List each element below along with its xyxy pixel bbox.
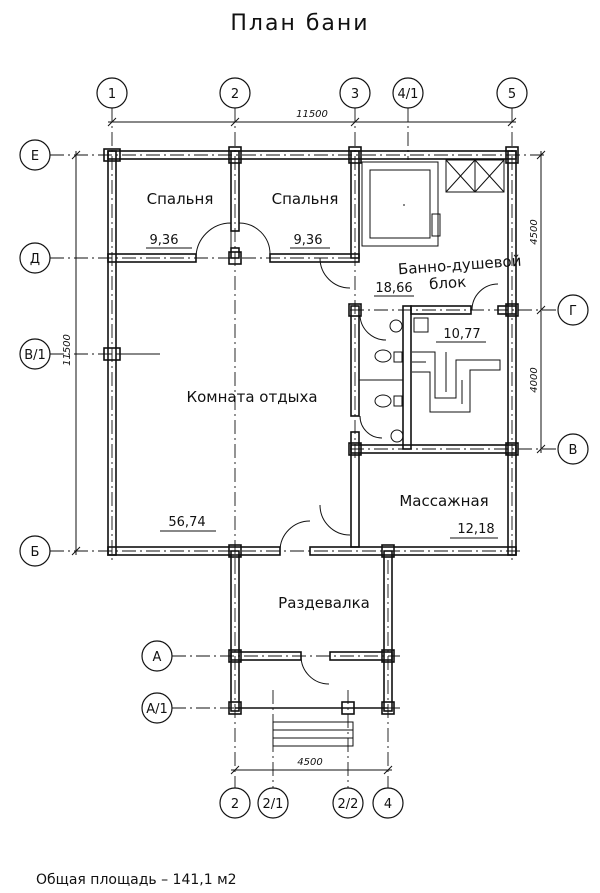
doors <box>195 222 499 685</box>
axis-bottom-2-1: 2/1 <box>263 797 284 812</box>
axis-row-B: Б <box>31 545 40 560</box>
axis-col-4-1: 4/1 <box>398 87 419 102</box>
axis-row-V: В <box>569 443 578 458</box>
porch <box>235 707 388 747</box>
dimension-lines <box>71 117 546 775</box>
changing-name: Раздевалка <box>278 594 370 612</box>
bedroom2-name: Спальня <box>272 190 339 208</box>
axis-col-5: 5 <box>508 87 516 102</box>
axis-lines <box>50 108 560 790</box>
dim-left: 11500 <box>62 334 73 366</box>
axis-row-G: Г <box>569 304 577 319</box>
axis-markers-right: Г В <box>557 294 589 465</box>
axis-row-A1: А/1 <box>146 702 168 717</box>
axis-markers-bottom: 2 2/1 2/2 4 <box>219 787 404 819</box>
axis-col-1: 1 <box>108 87 116 102</box>
total-area: Общая площадь – 141,1 м2 <box>36 872 237 888</box>
axis-row-V1: В/1 <box>24 348 46 363</box>
axis-row-D: Д <box>30 252 40 267</box>
walls <box>107 150 517 712</box>
dimension-labels: 11500 11500 4500 4000 4500 <box>62 109 540 768</box>
sauna-area: 10,77 <box>443 327 480 342</box>
axis-markers-top: 1 2 3 4/1 5 <box>96 77 528 109</box>
dim-right-upper: 4500 <box>529 219 540 244</box>
axis-bottom-4: 4 <box>384 797 392 812</box>
axis-col-2: 2 <box>231 87 239 102</box>
bath-area: 18,66 <box>375 281 412 296</box>
bedroom2-area: 9,36 <box>294 233 323 248</box>
plan-title: План бани <box>230 11 369 36</box>
bath-name-line2: блок <box>429 273 467 294</box>
axis-row-A: А <box>153 650 162 665</box>
axis-bottom-2: 2 <box>231 797 239 812</box>
bedroom1-name: Спальня <box>147 190 214 208</box>
wall-joints <box>103 146 519 715</box>
bedroom1-area: 9,36 <box>150 233 179 248</box>
axis-bottom-2-2: 2/2 <box>338 797 359 812</box>
bath-fixtures <box>359 159 505 443</box>
dim-top: 11500 <box>296 109 328 120</box>
dim-right-lower: 4000 <box>529 367 540 392</box>
massage-area: 12,18 <box>457 522 494 537</box>
lounge-area: 56,74 <box>168 515 205 530</box>
dim-bottom: 4500 <box>297 757 322 768</box>
axis-row-E: Е <box>31 149 39 164</box>
axis-col-3: 3 <box>351 87 359 102</box>
lounge-name: Комната отдыха <box>186 388 317 406</box>
axis-markers-left: Е Д В/1 Б А А/1 <box>19 139 173 724</box>
massage-name: Массажная <box>399 492 488 510</box>
